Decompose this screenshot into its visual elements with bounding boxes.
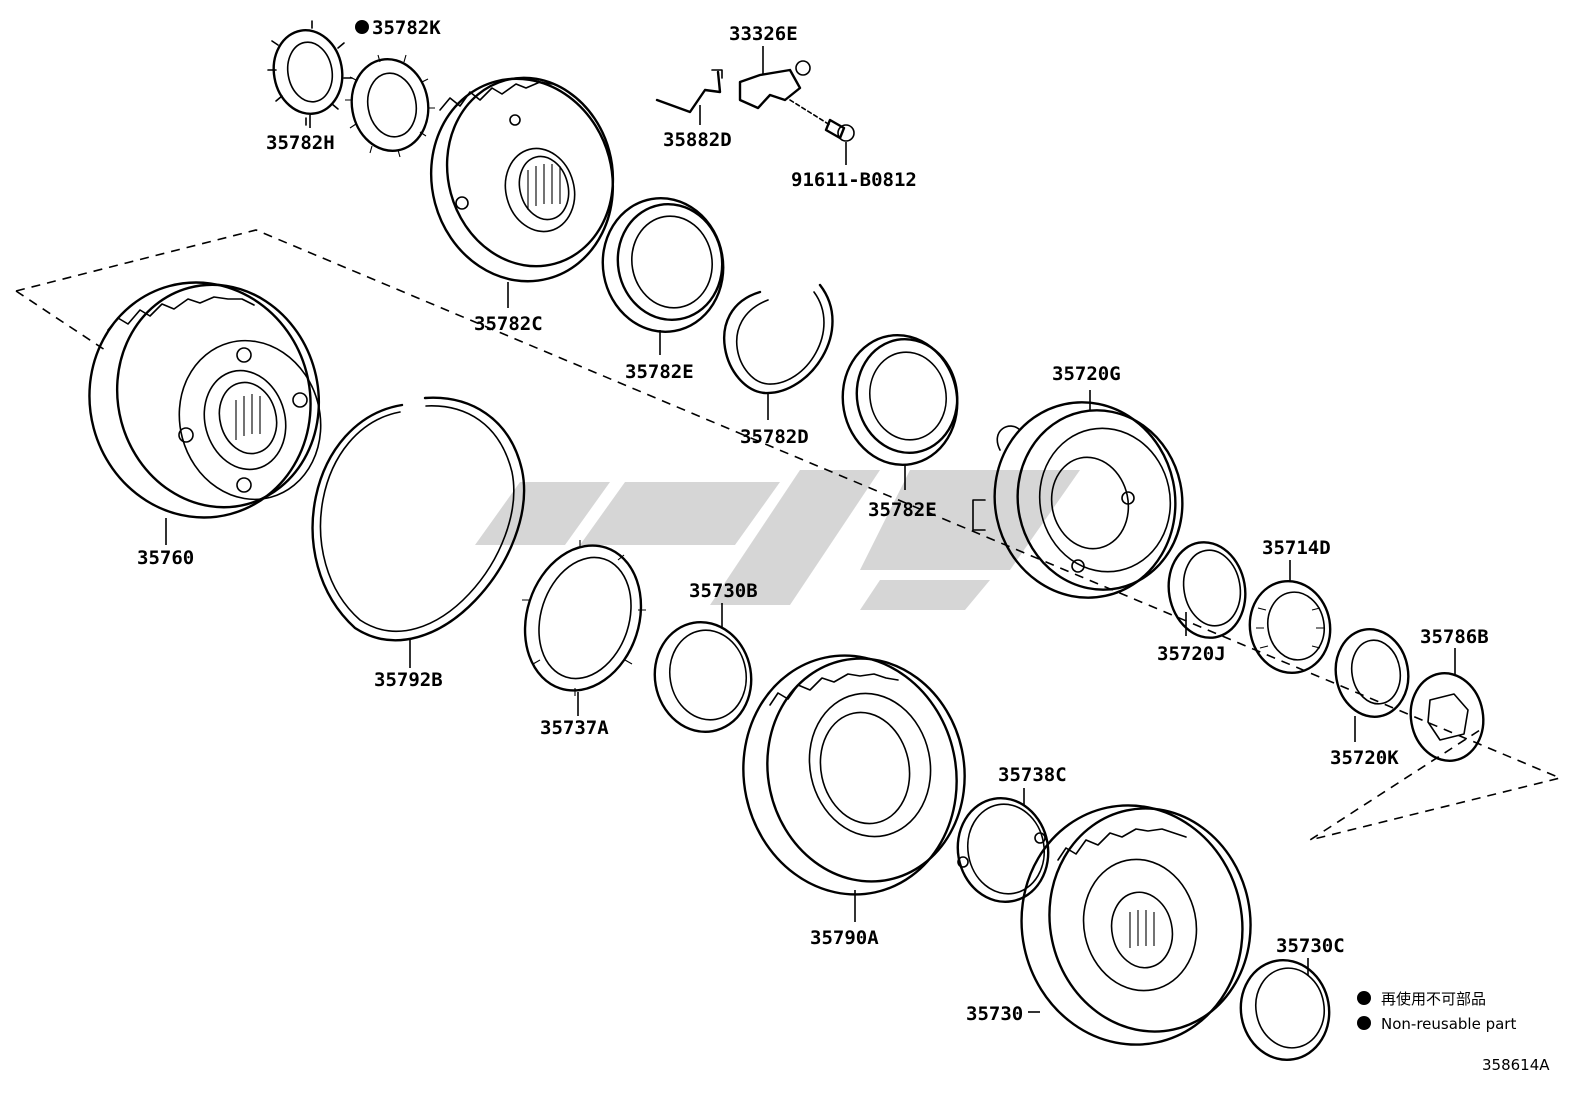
part-35738C[interactable] xyxy=(950,788,1057,909)
part-35786B[interactable] xyxy=(1404,648,1490,767)
non-reusable-marker xyxy=(355,20,369,34)
part-35782E-lower[interactable] xyxy=(833,326,968,490)
part-35720G[interactable] xyxy=(972,385,1199,614)
label-35720J[interactable]: 35720J xyxy=(1157,643,1226,665)
part-35790A[interactable] xyxy=(721,636,985,922)
label-35730B[interactable]: 35730B xyxy=(689,580,758,602)
part-35737A[interactable] xyxy=(507,530,659,716)
part-35760[interactable] xyxy=(63,258,343,545)
label-35786B[interactable]: 35786B xyxy=(1420,626,1489,648)
label-35782E-lower[interactable]: 35782E xyxy=(868,499,937,521)
part-35782C[interactable] xyxy=(409,58,636,308)
label-35782E-upper[interactable]: 35782E xyxy=(625,361,694,383)
part-35730B[interactable] xyxy=(646,603,760,739)
label-35730[interactable]: 35730 xyxy=(966,1003,1023,1025)
part-35720J[interactable] xyxy=(1161,536,1253,644)
label-35737A[interactable]: 35737A xyxy=(540,717,609,739)
legend-text-jp: 再使用不可部品 xyxy=(1381,990,1486,1008)
label-35720G[interactable]: 35720G xyxy=(1052,363,1121,385)
part-35730C[interactable] xyxy=(1233,953,1337,1067)
label-35738C[interactable]: 35738C xyxy=(998,764,1067,786)
part-35782K[interactable] xyxy=(345,20,436,158)
legend-marker-jp xyxy=(1357,991,1371,1005)
label-35782C[interactable]: 35782C xyxy=(474,313,543,335)
diagram-code: 358614A xyxy=(1482,1056,1550,1074)
label-35760[interactable]: 35760 xyxy=(137,547,194,569)
label-35714D[interactable]: 35714D xyxy=(1262,537,1331,559)
part-35720K[interactable] xyxy=(1329,623,1415,742)
part-33326E[interactable] xyxy=(738,46,811,110)
watermark-logo xyxy=(475,470,1080,610)
legend-text-en: Non-reusable part xyxy=(1381,1015,1516,1033)
legend-marker-en xyxy=(1357,1016,1371,1030)
part-35730[interactable] xyxy=(999,785,1271,1065)
part-35782H[interactable] xyxy=(267,20,353,128)
label-33326E[interactable]: 33326E xyxy=(729,23,798,45)
label-35792B[interactable]: 35792B xyxy=(374,669,443,691)
part-35792B[interactable] xyxy=(311,396,526,668)
label-35782K[interactable]: 35782K xyxy=(372,17,441,39)
label-35782D[interactable]: 35782D xyxy=(740,426,809,448)
label-35790A[interactable]: 35790A xyxy=(810,927,879,949)
label-35882D[interactable]: 35882D xyxy=(663,129,732,151)
assembly-outline-left xyxy=(15,290,106,351)
label-35730C[interactable]: 35730C xyxy=(1276,935,1345,957)
label-35782H[interactable]: 35782H xyxy=(266,132,335,154)
assembly-outline xyxy=(15,229,1563,841)
part-91611-B0812[interactable] xyxy=(789,99,855,165)
part-35782E-upper[interactable] xyxy=(592,189,733,355)
label-35720K[interactable]: 35720K xyxy=(1330,747,1399,769)
legend: 再使用不可部品 Non-reusable part xyxy=(1357,990,1516,1033)
part-35882D[interactable] xyxy=(655,69,723,125)
part-35782D[interactable] xyxy=(722,283,834,420)
label-91611-B0812[interactable]: 91611-B0812 xyxy=(791,169,917,191)
part-35714D[interactable] xyxy=(1243,560,1338,679)
